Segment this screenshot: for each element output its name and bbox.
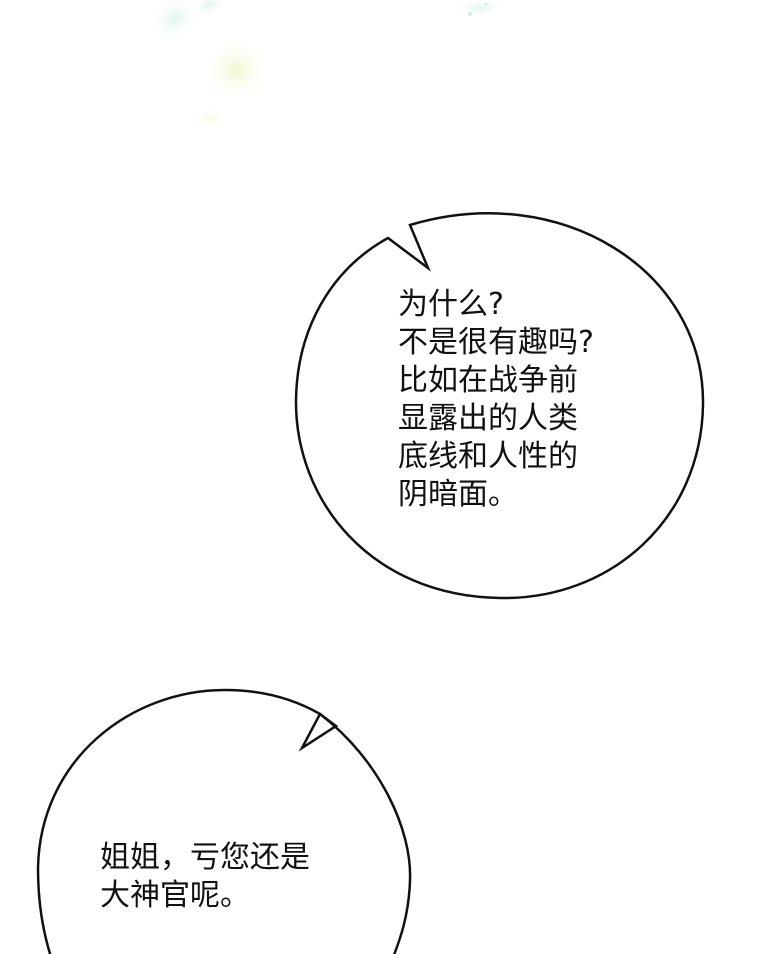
bubble-1-line-6: 阴暗面。 bbox=[398, 477, 518, 512]
faint-glow-low bbox=[190, 108, 230, 128]
bubble-1-line-3: 比如在战争前 bbox=[398, 363, 578, 398]
speech-bubble-2-text: 姐姐，亏您还是 大神官呢。 bbox=[100, 839, 310, 915]
bubble-1-line-2: 不是很有趣吗? bbox=[398, 325, 594, 360]
dot-1 bbox=[468, 12, 472, 16]
dot-2 bbox=[484, 2, 488, 6]
bubble-2-line-1: 姐姐，亏您还是 bbox=[100, 840, 310, 875]
speech-bubble-1 bbox=[294, 212, 705, 600]
speech-bubble-2 bbox=[36, 688, 412, 954]
mint-streak-2 bbox=[190, 0, 230, 20]
yellow-glow bbox=[200, 38, 272, 102]
bubble-1-line-5: 底线和人性的 bbox=[398, 439, 578, 474]
bubble-2-line-2: 大神官呢。 bbox=[100, 878, 250, 913]
speech-bubble-1-text: 为什么? 不是很有趣吗? 比如在战争前 显露出的人类 底线和人性的 阴暗面。 bbox=[398, 286, 594, 514]
bubble-1-line-1: 为什么? bbox=[398, 287, 504, 322]
faded-artwork-decoration bbox=[148, 0, 504, 128]
mint-glow-right bbox=[456, 0, 504, 18]
bubble-1-line-4: 显露出的人类 bbox=[398, 401, 578, 436]
mint-streak-1 bbox=[148, 0, 202, 43]
